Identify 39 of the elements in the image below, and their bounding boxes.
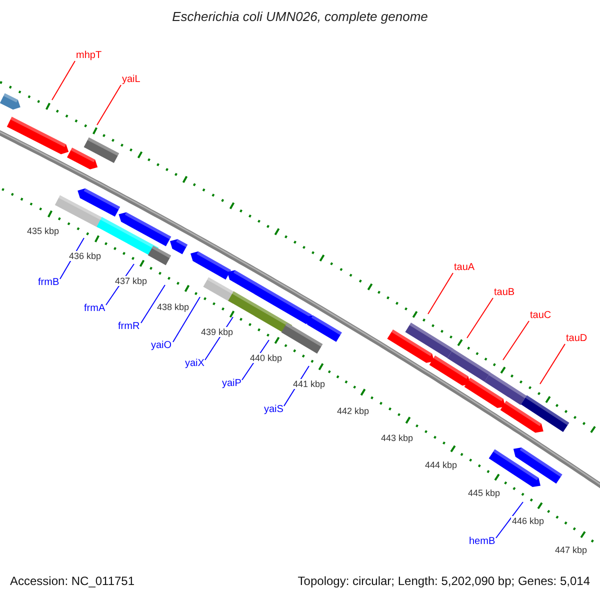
scale-label: 445 kbp [466,488,502,498]
gene-label: frmB [38,277,60,289]
scale-label: 438 kbp [156,302,190,312]
gene-label: tauD [566,333,588,345]
gene-label: yaiO [151,340,172,352]
leader-line [96,84,122,126]
leader-line [52,60,76,100]
leader-line [172,296,200,342]
scale-label: 446 kbp [510,516,546,526]
gene-label: yaiS [264,404,284,416]
scale-label: 447 kbp [554,545,588,555]
footer-text: Accession: NC_011751 [10,574,135,588]
scale-label: 443 kbp [380,433,414,443]
gene-label: mhpT [76,50,102,62]
leader-line [428,272,454,314]
gene-label: yaiX [185,358,204,370]
leader-line [540,344,566,384]
scale-label: 435 kbp [26,226,60,236]
leader-line [496,502,524,538]
gene-label: hemB [469,536,496,548]
scale-label: 437 kbp [114,276,148,286]
leader-line [466,298,494,338]
scale-label: 442 kbp [336,406,370,416]
gene-label: frmA [84,303,106,315]
scale-label: 436 kbp [68,251,102,261]
leader-line [140,284,166,324]
gene-label: frmR [118,321,140,333]
gene-label: tauA [454,262,475,274]
gene-label: yaiL [122,74,140,86]
footer-text: Topology: circular; Length: 5,202,090 bp; Genes: 5,014 [298,574,590,588]
scale-label: 441 kbp [292,379,326,389]
scale-label: 444 kbp [424,460,458,470]
title: Escherichia coli UMN026, complete genome [171,9,429,24]
gene-label: tauB [494,287,515,299]
gene-label: tauC [530,310,552,322]
scale-label: 439 kbp [200,327,234,337]
leader-line [502,320,530,360]
scale-label: 440 kbp [248,353,284,363]
gene-label: yaiP [222,378,242,390]
